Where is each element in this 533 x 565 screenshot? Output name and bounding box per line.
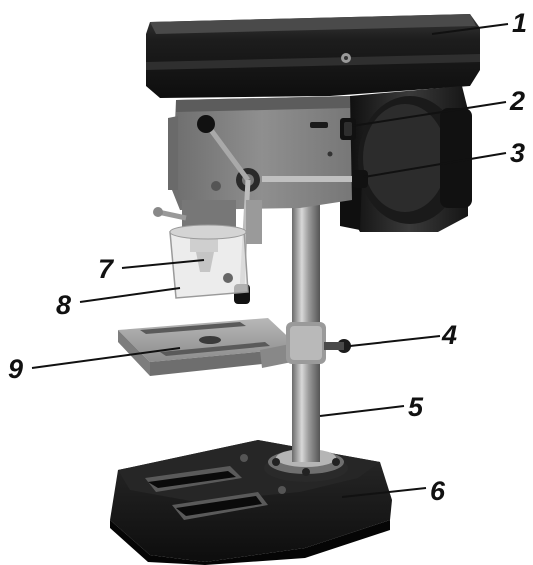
base [110,440,392,565]
motor [340,86,472,232]
leader-line-1 [431,23,509,35]
callout-9: 9 [8,354,23,384]
leader-line-8 [79,287,181,303]
callout-8: 8 [56,290,71,320]
chuck-guard [169,224,249,299]
callout-5: 5 [408,392,424,422]
callout-6: 6 [430,476,446,506]
leader-line-4 [349,335,441,347]
callout-4: 4 [441,320,457,350]
pulley-cover [146,14,480,98]
leader-line-7 [121,259,205,269]
column-flange [264,449,348,482]
leader-line-9 [31,347,181,369]
head-casting [168,96,352,210]
callout-3: 3 [510,138,525,168]
callout-numbers: 1 2 3 4 5 6 7 8 9 [8,8,527,506]
callout-7: 7 [98,254,115,284]
leader-line-5 [319,405,405,417]
callout-1: 1 [512,8,527,38]
callout-2: 2 [509,86,525,116]
table-collar [286,322,351,364]
switch [340,118,356,140]
leader-line-3 [363,152,507,178]
leader-line-2 [351,101,507,127]
depth-lock-knob [262,170,368,188]
leader-line-6 [341,487,427,498]
leader-lines [31,23,509,498]
work-table [118,318,312,376]
feed-handles [197,115,262,304]
column [292,180,320,462]
